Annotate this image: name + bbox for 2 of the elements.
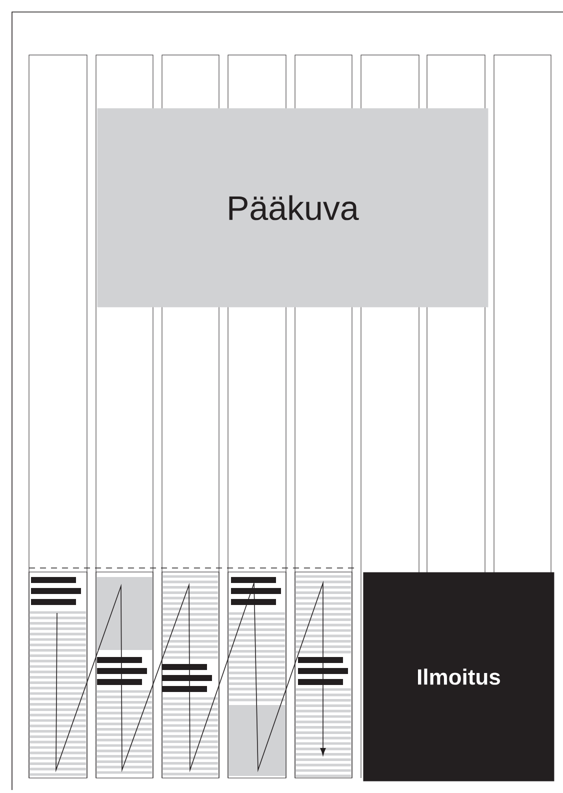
advertisement-box: Ilmoitus bbox=[363, 572, 554, 782]
main-picture-box: Pääkuva bbox=[97, 108, 488, 308]
